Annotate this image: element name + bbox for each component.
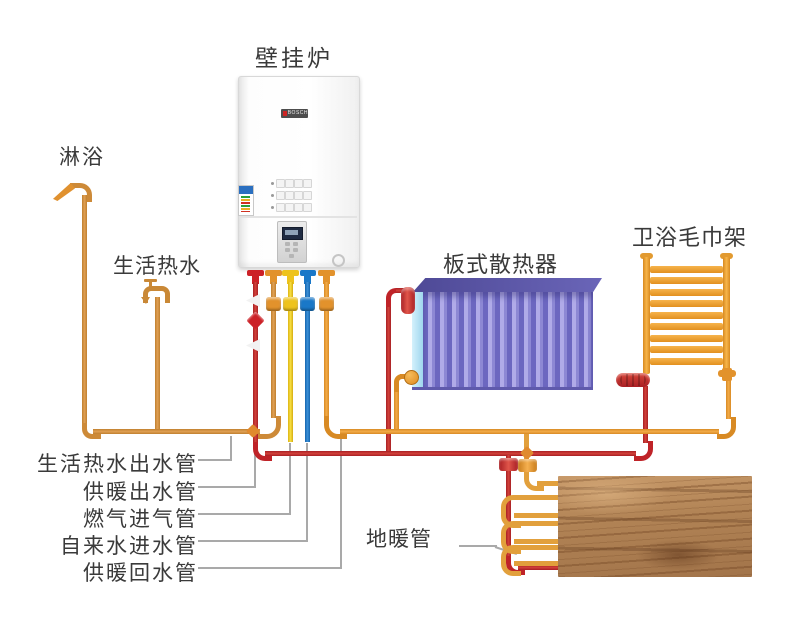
logo-mark-icon	[283, 111, 287, 116]
floor-pipe-label: 地暖管	[366, 528, 432, 551]
radiator-valve-icon	[401, 287, 415, 314]
dhw-valve-icon	[266, 297, 281, 311]
boiler-display	[282, 227, 303, 240]
towel-rack-label: 卫浴毛巾架	[632, 225, 748, 250]
pipe-label-dhw-out: 生活热水出水管	[37, 453, 198, 476]
towel-rack-fitting-icon	[722, 368, 732, 381]
radiator-return-knob-icon	[404, 370, 419, 385]
pipe-junction-icon	[519, 445, 535, 461]
hot-water-label: 生活热水	[113, 255, 201, 278]
boiler-vent-grid	[270, 179, 312, 212]
boiler-logo: BOSCH	[281, 109, 308, 118]
pump-valve-icon	[246, 311, 265, 330]
pipe-label-gas-in: 燃气进气管	[83, 508, 198, 531]
gas-valve-icon	[283, 297, 298, 311]
energy-label-icon	[238, 185, 254, 216]
wood-floor	[558, 476, 752, 577]
towel-rack-valve-icon	[616, 373, 650, 387]
return-valve-icon	[319, 297, 334, 311]
floor-valve-orange-icon	[518, 459, 537, 472]
water-valve-icon	[300, 297, 315, 311]
radiator-label: 板式散热器	[443, 252, 559, 277]
boiler-label: 壁挂炉	[255, 45, 333, 71]
boiler-emblem-icon	[332, 254, 345, 267]
pipe-label-water-in: 自来水进水管	[60, 535, 198, 558]
pipe-label-heat-return: 供暖回水管	[83, 562, 198, 585]
boiler-logo-text: BOSCH	[287, 110, 308, 116]
pipe-label-heat-out: 供暖出水管	[83, 481, 198, 504]
shower-label: 淋浴	[59, 146, 105, 169]
floor-valve-red-icon	[499, 458, 518, 471]
